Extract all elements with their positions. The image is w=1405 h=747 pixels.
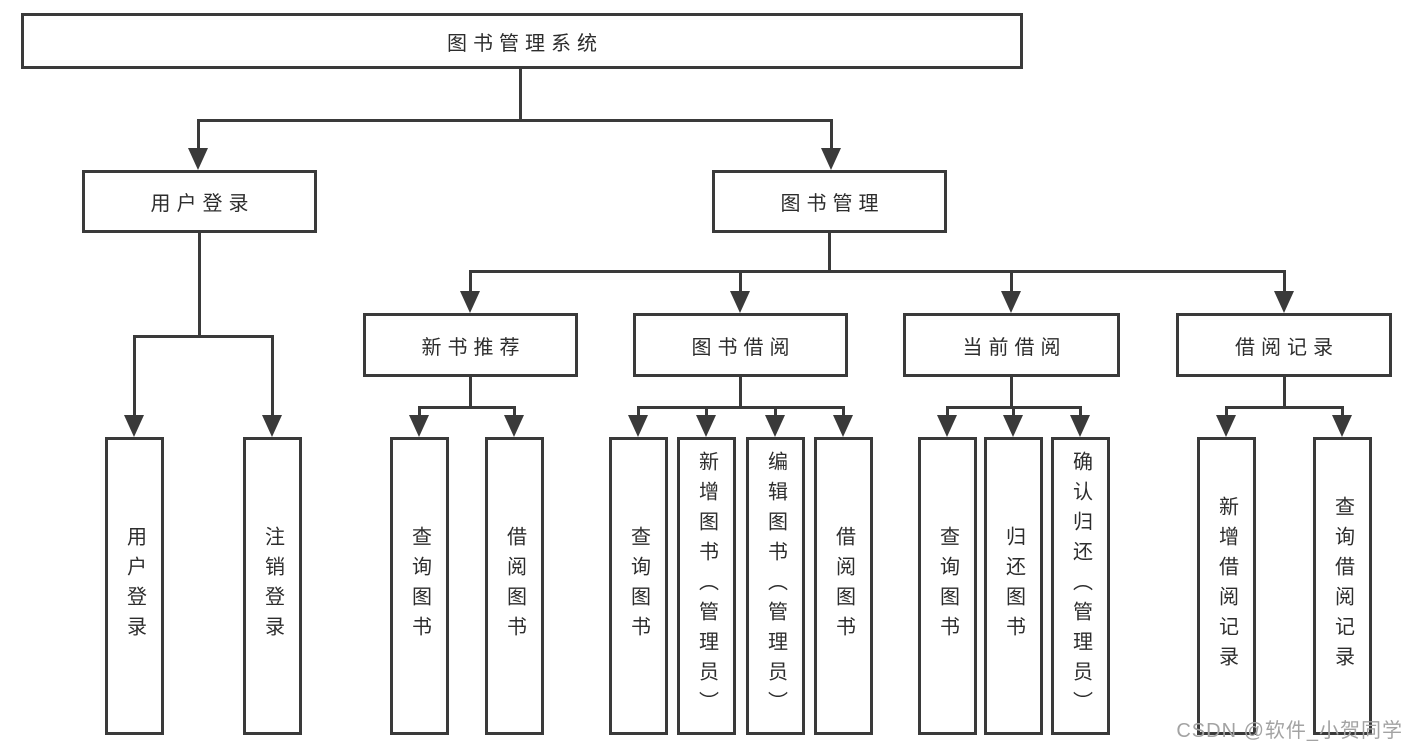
edge-line — [519, 68, 522, 121]
leaf-user-login: 用户登录 — [105, 437, 164, 735]
arrow-down-icon — [409, 415, 429, 437]
arrow-down-icon — [937, 415, 957, 437]
edge-line — [418, 406, 421, 417]
node-book-borrow: 图书借阅 — [633, 313, 848, 377]
edge-line — [705, 406, 708, 417]
arrow-down-icon — [1003, 415, 1023, 437]
edge-line — [637, 406, 844, 409]
leaf-borrow-book-recommend: 借阅图书 — [485, 437, 544, 735]
edge-line — [469, 270, 1285, 273]
arrow-down-icon — [730, 291, 750, 313]
arrow-down-icon — [460, 291, 480, 313]
arrow-down-icon — [262, 415, 282, 437]
edge-line — [197, 119, 200, 150]
edge-line — [1010, 270, 1013, 293]
leaf-query-book-current: 查询图书 — [918, 437, 977, 735]
node-borrow-records: 借阅记录 — [1176, 313, 1392, 377]
arrow-down-icon — [628, 415, 648, 437]
leaf-query-book-borrow: 查询图书 — [609, 437, 668, 735]
edge-line — [1012, 406, 1015, 417]
edge-line — [469, 377, 472, 409]
csdn-watermark: CSDN @软件_小贺同学 — [1176, 720, 1403, 742]
leaf-add-book-admin: 新增图书（管理员） — [677, 437, 736, 735]
edge-line — [739, 270, 742, 293]
arrow-down-icon — [504, 415, 524, 437]
edge-line — [197, 119, 833, 122]
arrow-down-icon — [1001, 291, 1021, 313]
node-book-management: 图书管理 — [712, 170, 947, 233]
leaf-add-borrow-record: 新增借阅记录 — [1197, 437, 1256, 735]
edge-line — [271, 335, 274, 417]
arrow-down-icon — [696, 415, 716, 437]
edge-line — [418, 406, 515, 409]
edge-line — [946, 406, 949, 417]
edge-line — [1079, 406, 1082, 417]
arrow-down-icon — [821, 148, 841, 170]
edge-line — [1341, 406, 1344, 417]
leaf-return-book: 归还图书 — [984, 437, 1043, 735]
edge-line — [739, 377, 742, 409]
edge-line — [828, 233, 831, 273]
edge-line — [830, 119, 833, 150]
arrow-down-icon — [124, 415, 144, 437]
arrow-down-icon — [188, 148, 208, 170]
edge-line — [1010, 377, 1013, 409]
edge-line — [513, 406, 516, 417]
edge-line — [133, 335, 274, 338]
edge-line — [842, 406, 845, 417]
arrow-down-icon — [1070, 415, 1090, 437]
edge-line — [637, 406, 640, 417]
edge-line — [1225, 406, 1343, 409]
node-new-book-recommend: 新书推荐 — [363, 313, 578, 377]
leaf-borrow-book: 借阅图书 — [814, 437, 873, 735]
node-root: 图书管理系统 — [21, 13, 1023, 69]
arrow-down-icon — [1274, 291, 1294, 313]
leaf-edit-book-admin: 编辑图书（管理员） — [746, 437, 805, 735]
node-current-borrow: 当前借阅 — [903, 313, 1120, 377]
edge-line — [133, 335, 136, 417]
leaf-query-book-recommend: 查询图书 — [390, 437, 449, 735]
node-user-login: 用户登录 — [82, 170, 317, 233]
edge-line — [1225, 406, 1228, 417]
leaf-confirm-return-admin: 确认归还（管理员） — [1051, 437, 1110, 735]
arrow-down-icon — [1332, 415, 1352, 437]
arrow-down-icon — [765, 415, 785, 437]
leaf-query-borrow-record: 查询借阅记录 — [1313, 437, 1372, 735]
arrow-down-icon — [833, 415, 853, 437]
edge-line — [774, 406, 777, 417]
edge-line — [469, 270, 472, 293]
edge-line — [1283, 377, 1286, 409]
arrow-down-icon — [1216, 415, 1236, 437]
edge-line — [1283, 270, 1286, 293]
leaf-logout: 注销登录 — [243, 437, 302, 735]
edge-line — [198, 233, 201, 338]
